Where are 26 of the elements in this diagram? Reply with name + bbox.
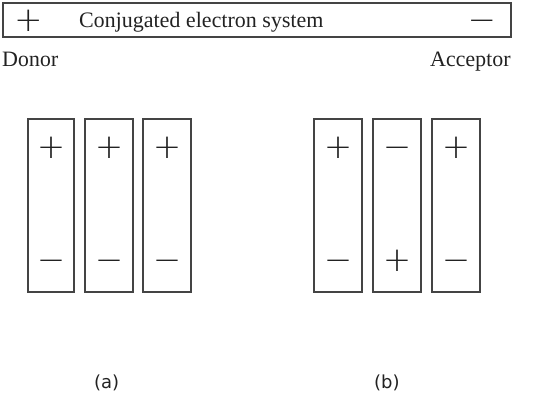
charge-sign: +	[382, 243, 412, 277]
title-banner	[2, 2, 512, 38]
charge-sign: −	[468, 3, 496, 37]
charge-sign: −	[36, 243, 66, 277]
molecule-box	[84, 118, 134, 293]
charge-sign: +	[36, 130, 66, 164]
molecule-box	[372, 118, 422, 293]
charge-sign: +	[442, 130, 470, 164]
acceptor-label: Acceptor	[430, 46, 511, 72]
charge-sign: −	[442, 243, 470, 277]
charge-sign: −	[94, 243, 124, 277]
molecule-box	[313, 118, 363, 293]
charge-sign: −	[324, 243, 352, 277]
molecule-box	[431, 118, 481, 293]
banner-text: Conjugated electron system	[79, 7, 324, 33]
molecule-box	[27, 118, 75, 293]
charge-sign: +	[14, 3, 42, 37]
charge-sign: +	[152, 130, 182, 164]
donor-label: Donor	[2, 46, 58, 72]
panel-label: (b)	[374, 372, 400, 393]
charge-sign: +	[94, 130, 124, 164]
charge-sign: +	[324, 130, 352, 164]
panel-label: (a)	[94, 372, 120, 393]
charge-sign: −	[382, 130, 412, 164]
charge-sign: −	[152, 243, 182, 277]
molecule-box	[142, 118, 192, 293]
